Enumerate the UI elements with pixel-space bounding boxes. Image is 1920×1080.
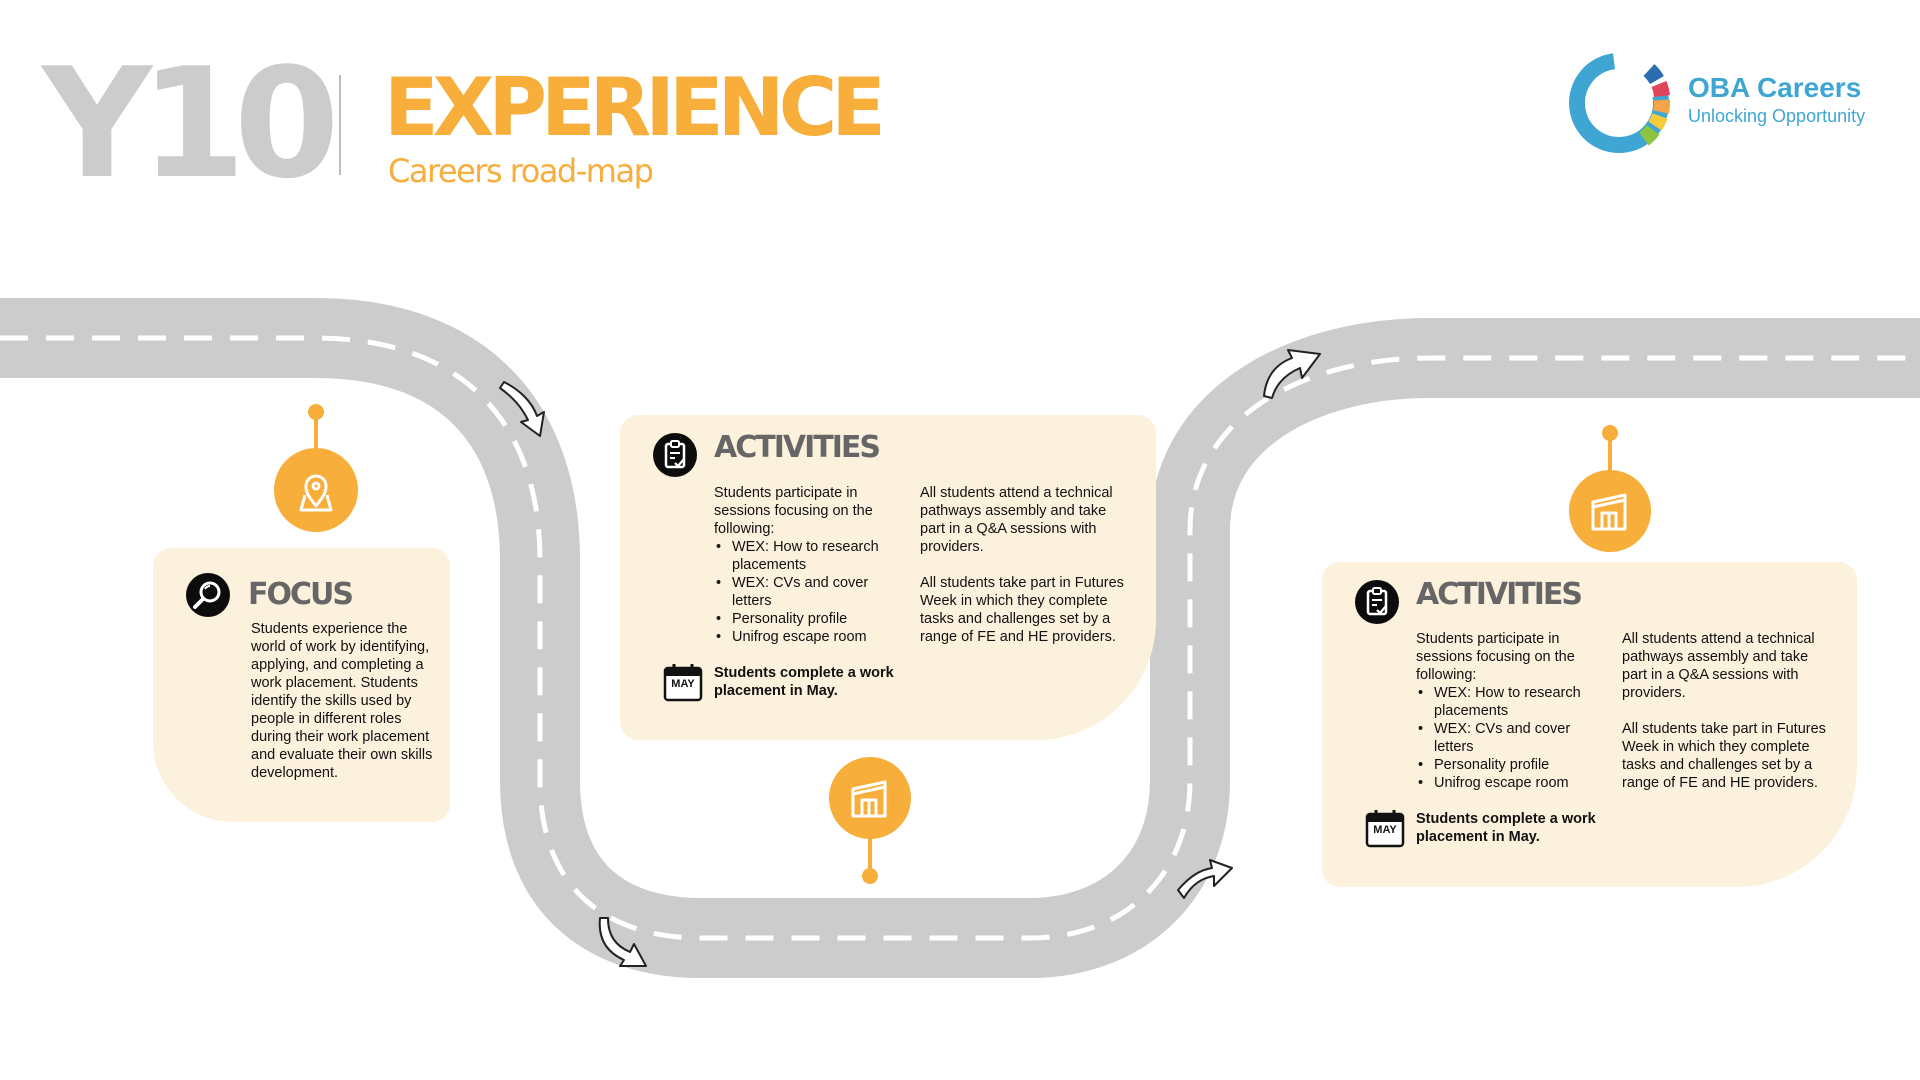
focus-pin <box>272 400 360 532</box>
clipboard-check-icon <box>664 440 686 469</box>
page-subtitle: Careers road-map <box>388 152 654 190</box>
list-item: WEX: How to research placements <box>714 538 904 574</box>
activities-intro: Students participate in sessions focusin… <box>1416 631 1575 683</box>
placement-note: Students complete a work placement in Ma… <box>1416 811 1596 845</box>
focus-icon <box>186 573 230 617</box>
info-paragraph: All students attend a technical pathways… <box>1622 631 1815 701</box>
activities-icon <box>653 433 697 477</box>
workplace-building-icon <box>851 780 887 818</box>
logo-ring-icon <box>1569 53 1671 153</box>
logo-tagline: Unlocking Opportunity <box>1688 106 1866 126</box>
calendar-icon: MAY <box>1365 808 1405 848</box>
page-title: EXPERIENCE <box>384 61 886 154</box>
curved-arrow-icon <box>598 917 647 967</box>
clipboard-check-icon <box>1366 587 1388 616</box>
focus-text: Students experience the world of work by… <box>251 621 433 781</box>
curved-arrow-icon <box>1177 859 1233 899</box>
activity-pin-1 <box>828 756 912 886</box>
activities-heading: ACTIVITIES <box>1416 577 1583 612</box>
calendar-label: MAY <box>1373 824 1397 836</box>
title-divider <box>339 75 341 175</box>
list-item: Personality profile <box>714 610 904 628</box>
activities-intro: Students participate in sessions focusin… <box>714 485 873 537</box>
info-paragraph: All students take part in Futures Week i… <box>920 575 1124 645</box>
oba-careers-logo: OBA Careers Unlocking Opportunity <box>1564 48 1874 158</box>
list-item: WEX: CVs and cover letters <box>714 574 904 610</box>
activities-list-column: Students participate in sessions focusin… <box>1416 630 1606 792</box>
activities-list: WEX: How to research placements WEX: CVs… <box>1416 684 1606 792</box>
workplace-building-icon <box>1591 493 1627 531</box>
list-item: WEX: CVs and cover letters <box>1416 720 1606 756</box>
activities-heading: ACTIVITIES <box>714 430 881 465</box>
curved-arrow-icon <box>1263 349 1321 399</box>
road-lane-markings <box>0 335 1920 941</box>
curved-arrow-icon <box>499 381 545 437</box>
info-paragraph: All students take part in Futures Week i… <box>1622 721 1826 791</box>
info-paragraph: All students attend a technical pathways… <box>920 485 1113 555</box>
calendar-icon: MAY <box>663 662 703 702</box>
activities-info-column: All students attend a technical pathways… <box>1622 630 1827 792</box>
activities-list: WEX: How to research placements WEX: CVs… <box>714 538 904 646</box>
year-label: Y10 <box>42 35 340 212</box>
focus-heading: FOCUS <box>248 577 354 612</box>
calendar-label: MAY <box>671 678 695 690</box>
list-item: Unifrog escape room <box>714 628 904 646</box>
activities-icon <box>1355 580 1399 624</box>
list-item: WEX: How to research placements <box>1416 684 1606 720</box>
activity-pin-2 <box>1568 423 1652 553</box>
list-item: Unifrog escape room <box>1416 774 1606 792</box>
activities-list-column: Students participate in sessions focusin… <box>714 484 904 646</box>
list-item: Personality profile <box>1416 756 1606 774</box>
map-pin-icon <box>299 474 333 512</box>
logo-name: OBA Careers <box>1688 72 1862 103</box>
magnifier-icon <box>193 581 221 609</box>
activities-info-column: All students attend a technical pathways… <box>920 484 1125 646</box>
placement-note: Students complete a work placement in Ma… <box>714 665 894 699</box>
